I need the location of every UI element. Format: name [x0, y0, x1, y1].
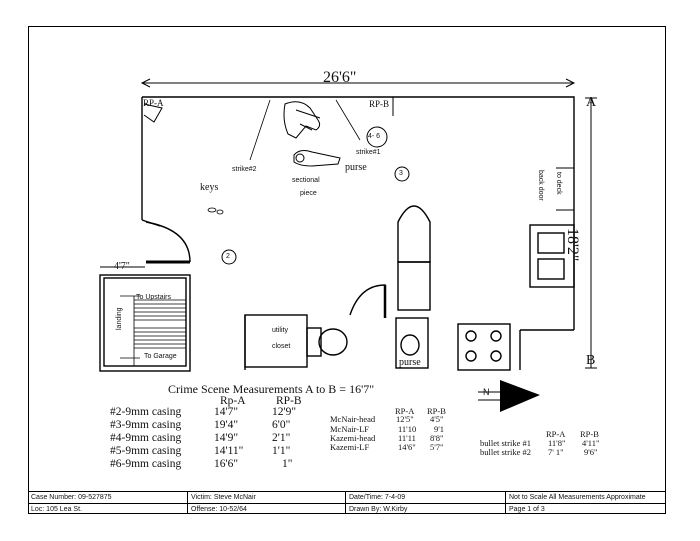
table-cell: 4'5"	[430, 414, 444, 424]
table-cell: 4'11"	[582, 438, 600, 448]
table-cell: 12'9"	[272, 406, 297, 418]
table-row-label: McNair-LF	[330, 424, 370, 434]
body-outlines	[283, 101, 341, 167]
table-row-label: #3-9mm casing	[110, 419, 182, 431]
table-row-label: bullet strike #1	[480, 438, 531, 448]
measurements-col-b: RP-B	[276, 395, 302, 407]
bodies-col-b: RP-B	[427, 406, 446, 416]
table-cell: 16'6"	[214, 458, 239, 470]
table-cell: 14'7"	[214, 406, 239, 418]
measurements-col-a: Rp-A	[220, 395, 246, 407]
measurements-title: Crime Scene Measurements A to B = 16'7"	[168, 382, 375, 396]
case-number: Case Number: 09-527875	[28, 492, 188, 503]
strikes-col-b: RP-B	[580, 429, 599, 439]
piece-label: piece	[300, 190, 317, 197]
table-cell: 5'7"	[430, 442, 444, 452]
keys-icon	[207, 207, 224, 215]
north-arrow-icon	[478, 380, 540, 412]
table-cell: 14'11"	[214, 445, 244, 457]
landing-label: landing	[116, 307, 123, 330]
height-dimension-line	[585, 97, 597, 369]
table-cell: 6'0"	[272, 419, 291, 431]
back-door-label: back door	[537, 170, 544, 201]
marker-4-6: 4- 6	[368, 133, 381, 140]
utility-label: utility	[272, 327, 288, 334]
marker-3: 3	[399, 170, 403, 177]
diagram-sheet	[28, 26, 666, 514]
to-deck-label: to deck	[555, 172, 562, 195]
sectional-label: sectional	[292, 177, 320, 184]
location: Loc: 105 Lea St.	[28, 503, 188, 514]
table-cell: 1"	[282, 458, 293, 470]
offense: Offense: 10-52/64	[188, 503, 346, 514]
table-row-label: McNair-head	[330, 414, 376, 424]
strike-1-label: strike#1	[356, 149, 381, 156]
point-b-label: B	[586, 353, 596, 368]
table-cell: 14'9"	[214, 432, 239, 444]
bodies-col-a: RP-A	[395, 406, 415, 416]
width-dimension: 26'6"	[323, 69, 357, 86]
table-cell: 9'6"	[584, 447, 598, 457]
reference-point-markers	[143, 97, 394, 123]
table-cell: 7' 1"	[548, 447, 564, 457]
table-row-label: #2-9mm casing	[110, 406, 182, 418]
rp-a-label: RP-A	[143, 98, 164, 108]
point-a-label: A	[586, 95, 597, 110]
compass-label: N	[483, 387, 490, 397]
table-cell: 12'5"	[396, 414, 414, 424]
walls	[99, 96, 575, 372]
table-cell: 9'1	[434, 424, 445, 434]
table-cell: 11'8"	[548, 438, 566, 448]
evidence-circles	[221, 126, 410, 265]
to-upstairs-label: To Upstairs	[136, 294, 172, 301]
table-row-label: bullet strike #2	[480, 447, 531, 457]
title-block: Case Number: 09-527875 Victim: Steve McN…	[28, 491, 666, 515]
table-cell: 11'10	[398, 424, 417, 434]
victim: Victim: Steve McNair	[188, 492, 346, 503]
strike-lines	[249, 99, 361, 161]
height-dimension: 18'2"	[564, 228, 581, 262]
marker-2: 2	[226, 253, 230, 260]
closet-label: closet	[272, 343, 291, 350]
date-time: Date/Time: 7-4-09	[346, 492, 506, 503]
stair-treads	[120, 295, 186, 366]
rp-b-label: RP-B	[369, 99, 390, 109]
table-row-label: #6-9mm casing	[110, 458, 182, 470]
strikes-col-a: RP-A	[546, 429, 566, 439]
purse-label-top: purse	[345, 162, 367, 173]
table-cell: 14'6"	[398, 442, 416, 452]
table-cell: 11'11	[398, 433, 416, 443]
back-door	[556, 167, 574, 211]
table-cell: 19'4"	[214, 419, 239, 431]
keys-label: keys	[200, 182, 219, 193]
drawn-by: Drawn By: W.Kirby	[346, 503, 506, 514]
table-row-label: Kazemi-head	[330, 433, 376, 443]
scale-note: Not to Scale All Measurements Approximat…	[509, 494, 646, 501]
page-number: Page 1 of 3	[506, 503, 666, 514]
table-cell: 2'1"	[272, 432, 291, 444]
table-row-label: Kazemi-LF	[330, 442, 370, 452]
to-garage-label: To Garage	[144, 353, 177, 360]
table-row-label: #4-9mm casing	[110, 432, 182, 444]
purse-label-bottom: purse	[399, 357, 421, 368]
table-cell: 1'1"	[272, 445, 291, 457]
strike-2-label: strike#2	[232, 166, 257, 173]
left-dimension: 4'7"	[114, 261, 130, 272]
table-row-label: #5-9mm casing	[110, 445, 182, 457]
width-dimension-line	[140, 78, 576, 88]
table-cell: 8'8"	[430, 433, 444, 443]
